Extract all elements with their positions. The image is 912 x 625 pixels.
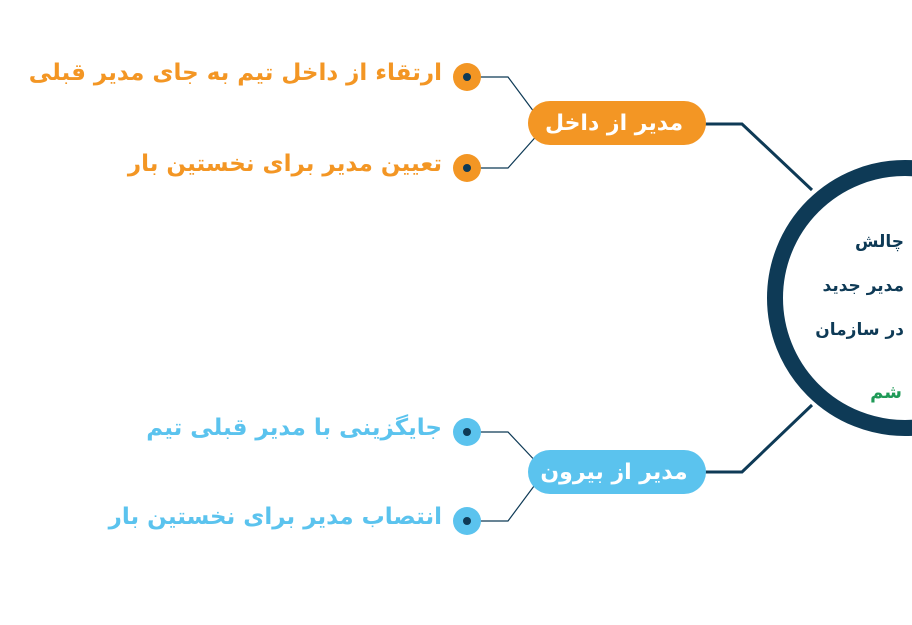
leaf-external-1: جایگزینی با مدیر قبلی تیم <box>146 415 442 441</box>
center-title-line-2: مدیر جدید <box>822 276 905 296</box>
leaf-external-2: انتصاب مدیر برای نخستین بار <box>108 504 442 530</box>
brand-logo: شم <box>870 382 902 403</box>
branch-label-external: مدیر از بیرون <box>540 459 688 485</box>
connector-bottom-leaf-1 <box>476 431 541 467</box>
bullet-bottom-2-core <box>463 517 471 525</box>
center-title-line-3: در سازمان <box>815 320 904 340</box>
bullet-top-1-core <box>463 73 471 81</box>
connector-bottom-leaf-2 <box>476 477 541 522</box>
branch-pill-external: مدیر از بیرون <box>528 450 706 494</box>
branch-label-internal: مدیر از داخل <box>544 110 684 136</box>
bullet-top-2-core <box>463 164 471 172</box>
connector-top-leaf-1 <box>476 76 541 121</box>
branch-pill-internal: مدیر از داخل <box>528 101 706 145</box>
leaf-internal-1: ارتقاء از داخل تیم به جای مدیر قبلی <box>28 60 442 86</box>
connector-bottom-main <box>692 403 814 474</box>
connector-top-leaf-2 <box>476 131 541 169</box>
center-ring <box>767 160 912 436</box>
center-title-line-1: چالش <box>854 232 904 252</box>
leaf-internal-2: تعیین مدیر برای نخستین بار <box>127 151 442 177</box>
bullet-bottom-1-core <box>463 428 471 436</box>
connector-top-main <box>692 122 814 192</box>
